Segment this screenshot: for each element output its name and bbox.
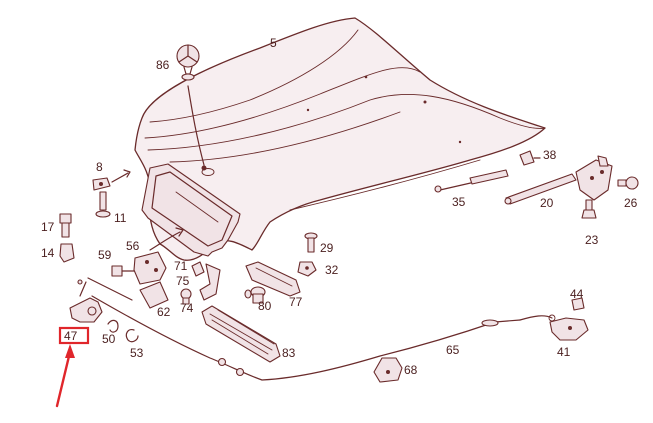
label-part-47: 47 [64,329,78,343]
label-part-23: 23 [585,233,599,247]
label-part-17: 17 [41,220,55,234]
label-part-41: 41 [557,345,571,359]
label-part-14: 14 [41,246,55,260]
label-part-38: 38 [543,148,557,162]
label-part-56: 56 [126,239,140,253]
clip-part-53[interactable] [125,329,139,343]
label-part-44: 44 [570,287,584,301]
label-part-80: 80 [258,299,272,313]
hinge-assembly[interactable] [575,155,613,201]
hood-lock-part-56[interactable] [133,227,184,285]
label-part-59: 59 [98,248,112,262]
label-part-65: 65 [446,343,460,357]
clip-part-38[interactable] [519,150,541,166]
release-handle-part-47[interactable] [69,279,103,323]
label-part-5: 5 [270,36,277,50]
label-part-71: 71 [174,259,188,273]
highlight-arrow [55,344,75,408]
label-part-50: 50 [102,332,116,346]
label-part-53: 53 [130,346,144,360]
label-part-77: 77 [289,295,303,309]
screw-part-17[interactable] [59,213,72,238]
bracket-part-75[interactable] [199,263,221,301]
clip-part-14[interactable] [59,243,75,263]
clip-part-44[interactable] [571,297,585,311]
bolt-part-29[interactable] [304,232,318,253]
label-part-83: 83 [282,346,296,360]
bolt-part-11[interactable] [95,191,111,218]
label-part-11: 11 [114,211,127,225]
star-emblem-part-86[interactable] [176,44,200,81]
bolt-part-26[interactable] [617,176,639,190]
label-part-75: 75 [176,274,190,288]
bolt-part-59[interactable] [111,265,135,277]
label-part-8: 8 [96,160,103,174]
label-part-35: 35 [452,195,466,209]
grille-part-83[interactable] [201,305,281,363]
label-part-26: 26 [624,196,638,210]
label-part-68: 68 [404,363,418,377]
label-part-86: 86 [156,58,170,72]
spring-part-50[interactable] [107,319,119,333]
release-cable-part-65[interactable] [87,277,556,381]
nut-part-32[interactable] [297,261,317,277]
emblem-leader-line [187,85,205,166]
grille-frame[interactable] [141,163,241,257]
highlight-box [58,326,90,345]
clip-part-68[interactable] [373,357,403,383]
clip-part-71[interactable] [191,261,205,277]
label-part-62: 62 [157,305,171,319]
bolt-part-23[interactable] [581,199,597,219]
label-part-32: 32 [325,263,339,277]
label-part-20: 20 [540,196,554,210]
gas-strut-part-35[interactable] [434,169,509,193]
rubber-stop-part-80[interactable] [244,286,266,304]
hinge-part-20[interactable] [504,173,577,205]
clip-part-8[interactable] [92,177,111,191]
hood-part-5[interactable] [134,17,546,261]
lever-part-41[interactable] [549,317,589,341]
label-part-29: 29 [320,241,334,255]
grommet-part-74[interactable] [180,288,192,305]
cover-part-77[interactable] [245,261,301,297]
bracket-part-62[interactable] [139,281,169,309]
label-part-74: 74 [180,301,194,315]
